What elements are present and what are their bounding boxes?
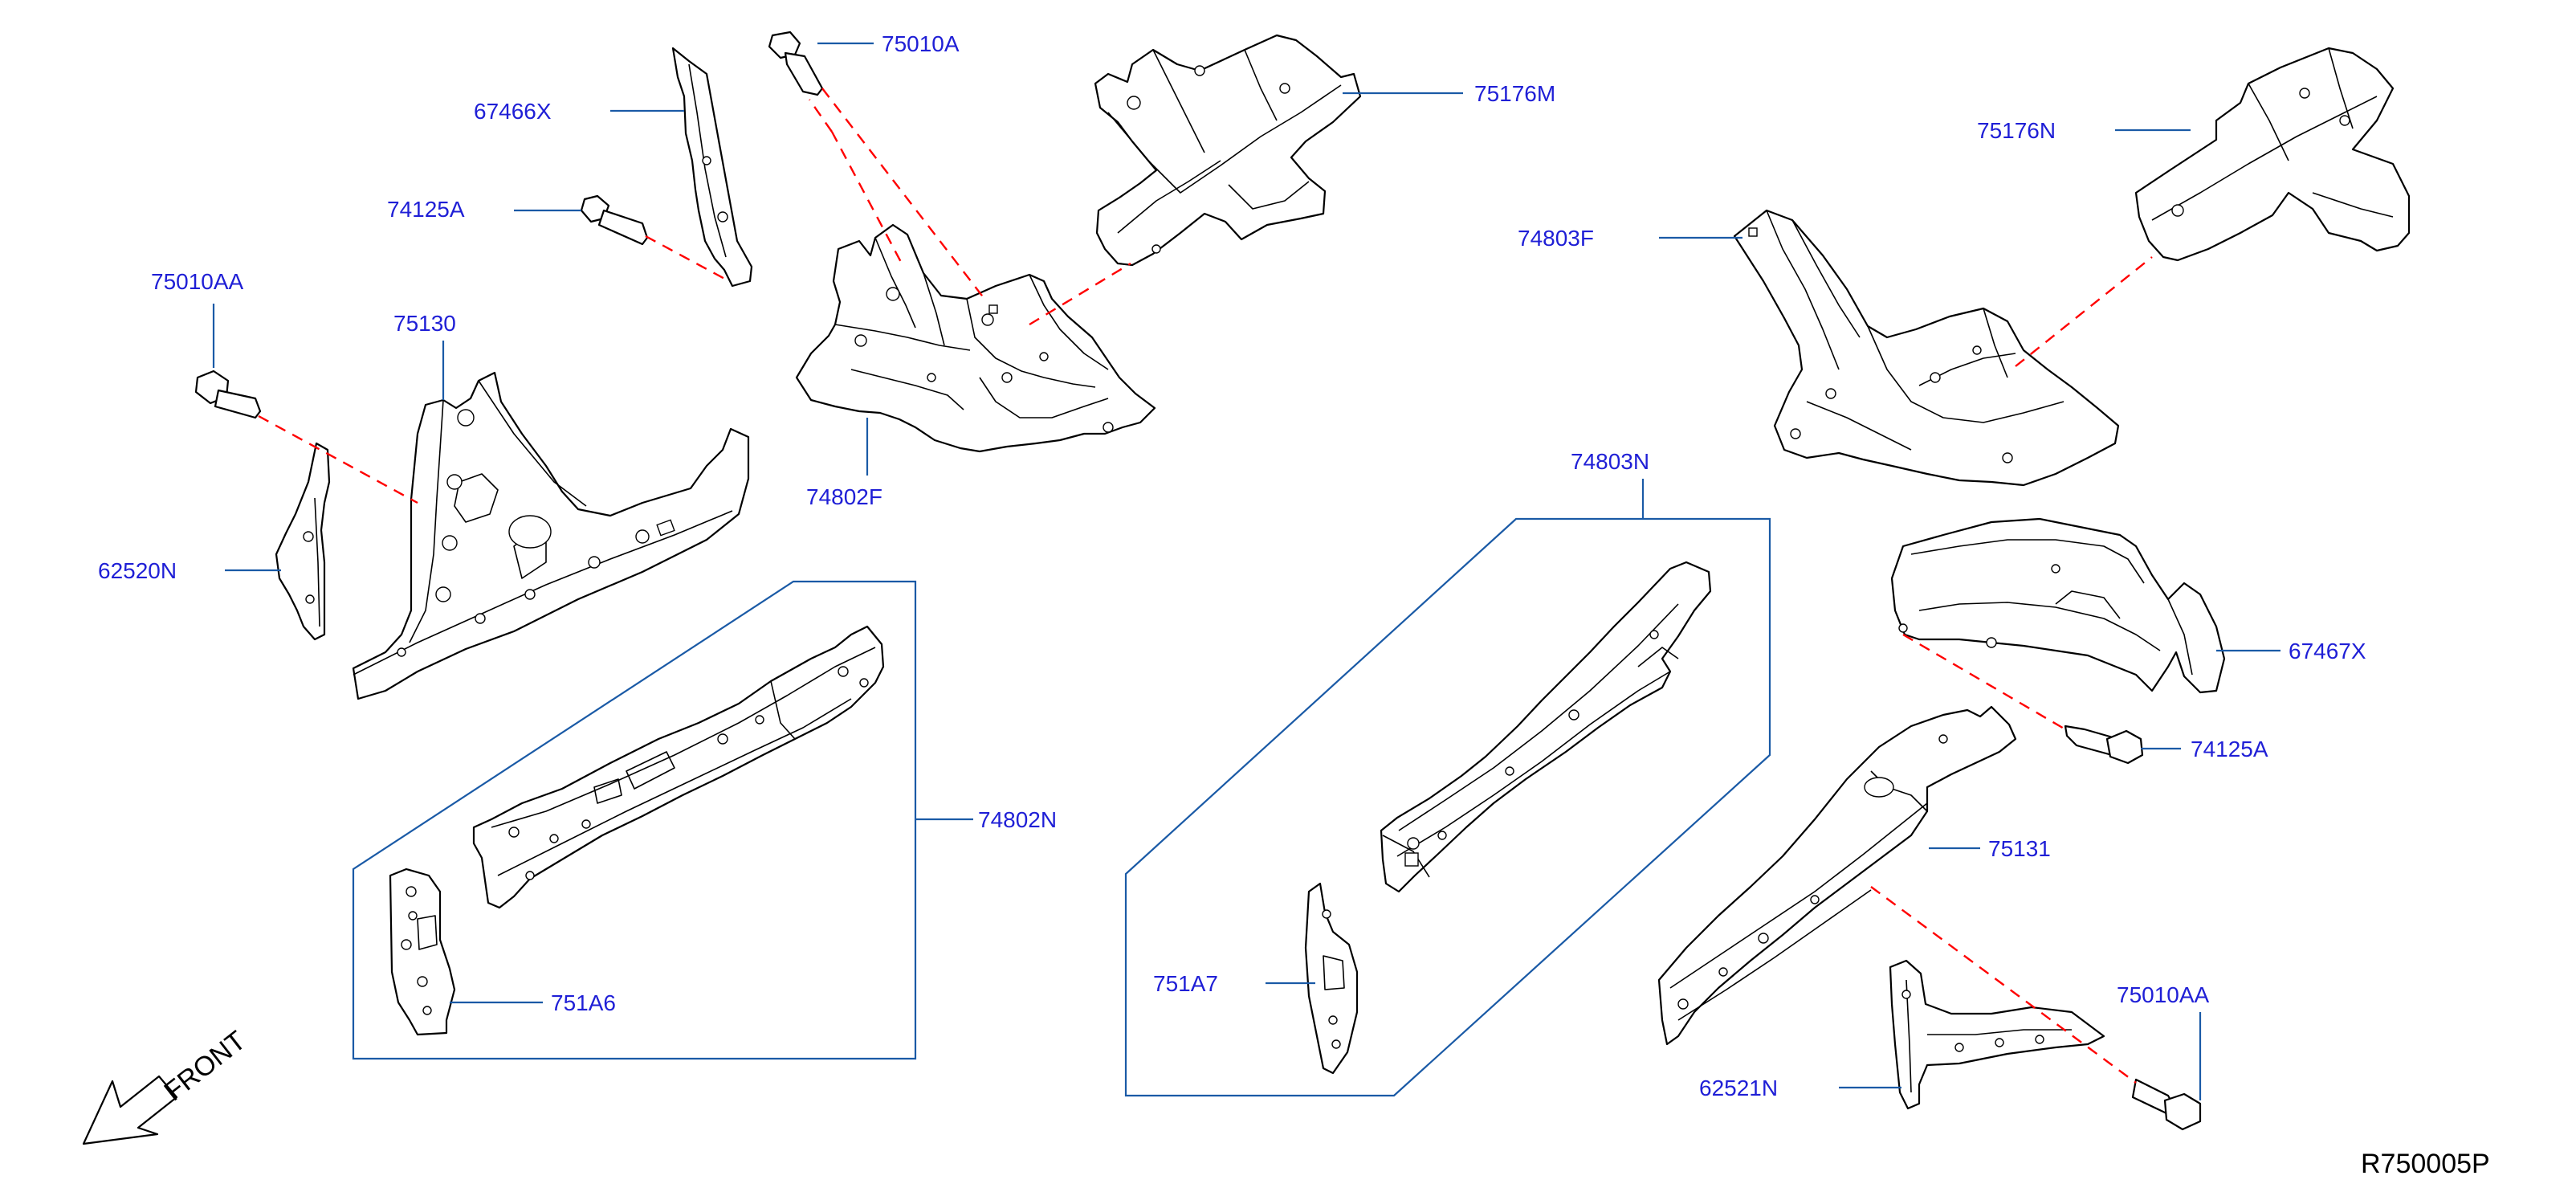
part-62520n-bracket — [275, 442, 331, 641]
label-75010aa-right: 75010AA — [2117, 982, 2210, 1007]
label-74802n: 74802N — [978, 807, 1057, 832]
fastener-paths — [258, 88, 2153, 1084]
label-75176n: 75176N — [1977, 118, 2056, 143]
bolt-75010a-top — [768, 31, 824, 96]
part-67467x-wheelhouse — [1890, 517, 2226, 694]
bolt-75010aa-right — [2131, 1078, 2202, 1131]
part-74802f-assembly — [795, 223, 1156, 453]
label-751a6: 751A6 — [551, 990, 616, 1015]
label-75176m: 75176M — [1474, 81, 1555, 106]
part-75131-side-member — [1657, 705, 2017, 1046]
front-label: FRONT — [159, 1025, 252, 1107]
label-74125a-left: 74125A — [387, 197, 465, 222]
label-751a7: 751A7 — [1153, 971, 1218, 996]
part-75130-side-member — [352, 371, 750, 700]
part-75176n-crossmember — [2134, 47, 2411, 262]
bolt-74125a-right — [2064, 725, 2144, 765]
label-67466x: 67466X — [474, 99, 552, 124]
label-75131: 75131 — [1988, 836, 2051, 861]
label-75010a: 75010A — [882, 31, 960, 56]
part-74802n-member — [472, 625, 885, 909]
bolt-74125a-left — [580, 194, 649, 246]
front-arrow-icon: FRONT — [82, 1025, 252, 1145]
diagram-reference-code: R750005P — [2361, 1149, 2490, 1179]
label-74125a-right: 74125A — [2191, 737, 2268, 761]
label-74803n: 74803N — [1571, 449, 1649, 474]
part-67466x-bracket — [671, 47, 753, 288]
label-62520n: 62520N — [98, 558, 177, 583]
group-74802n-box — [352, 580, 917, 1060]
leader-lines — [212, 42, 2280, 1100]
part-74803f-assembly — [1733, 209, 2120, 487]
part-751a6-plate — [389, 867, 456, 1036]
bolt-75010aa-left — [194, 369, 262, 419]
label-62521n: 62521N — [1699, 1076, 1778, 1100]
label-74803f: 74803F — [1518, 226, 1594, 251]
label-75130: 75130 — [393, 311, 456, 336]
part-74803n-member — [1380, 561, 1712, 893]
label-74802f: 74802F — [806, 484, 882, 509]
part-75176m-crossmember — [1094, 34, 1362, 267]
label-67467x: 67467X — [2289, 639, 2366, 663]
part-62521n-bracket — [1889, 959, 2105, 1110]
group-74803n-box — [1124, 517, 1771, 1097]
label-75010aa-left: 75010AA — [151, 269, 244, 294]
part-751a7-plate — [1304, 882, 1359, 1075]
part-labels: 75010A 67466X 74125A 75010AA 75130 62520… — [98, 31, 2366, 1100]
